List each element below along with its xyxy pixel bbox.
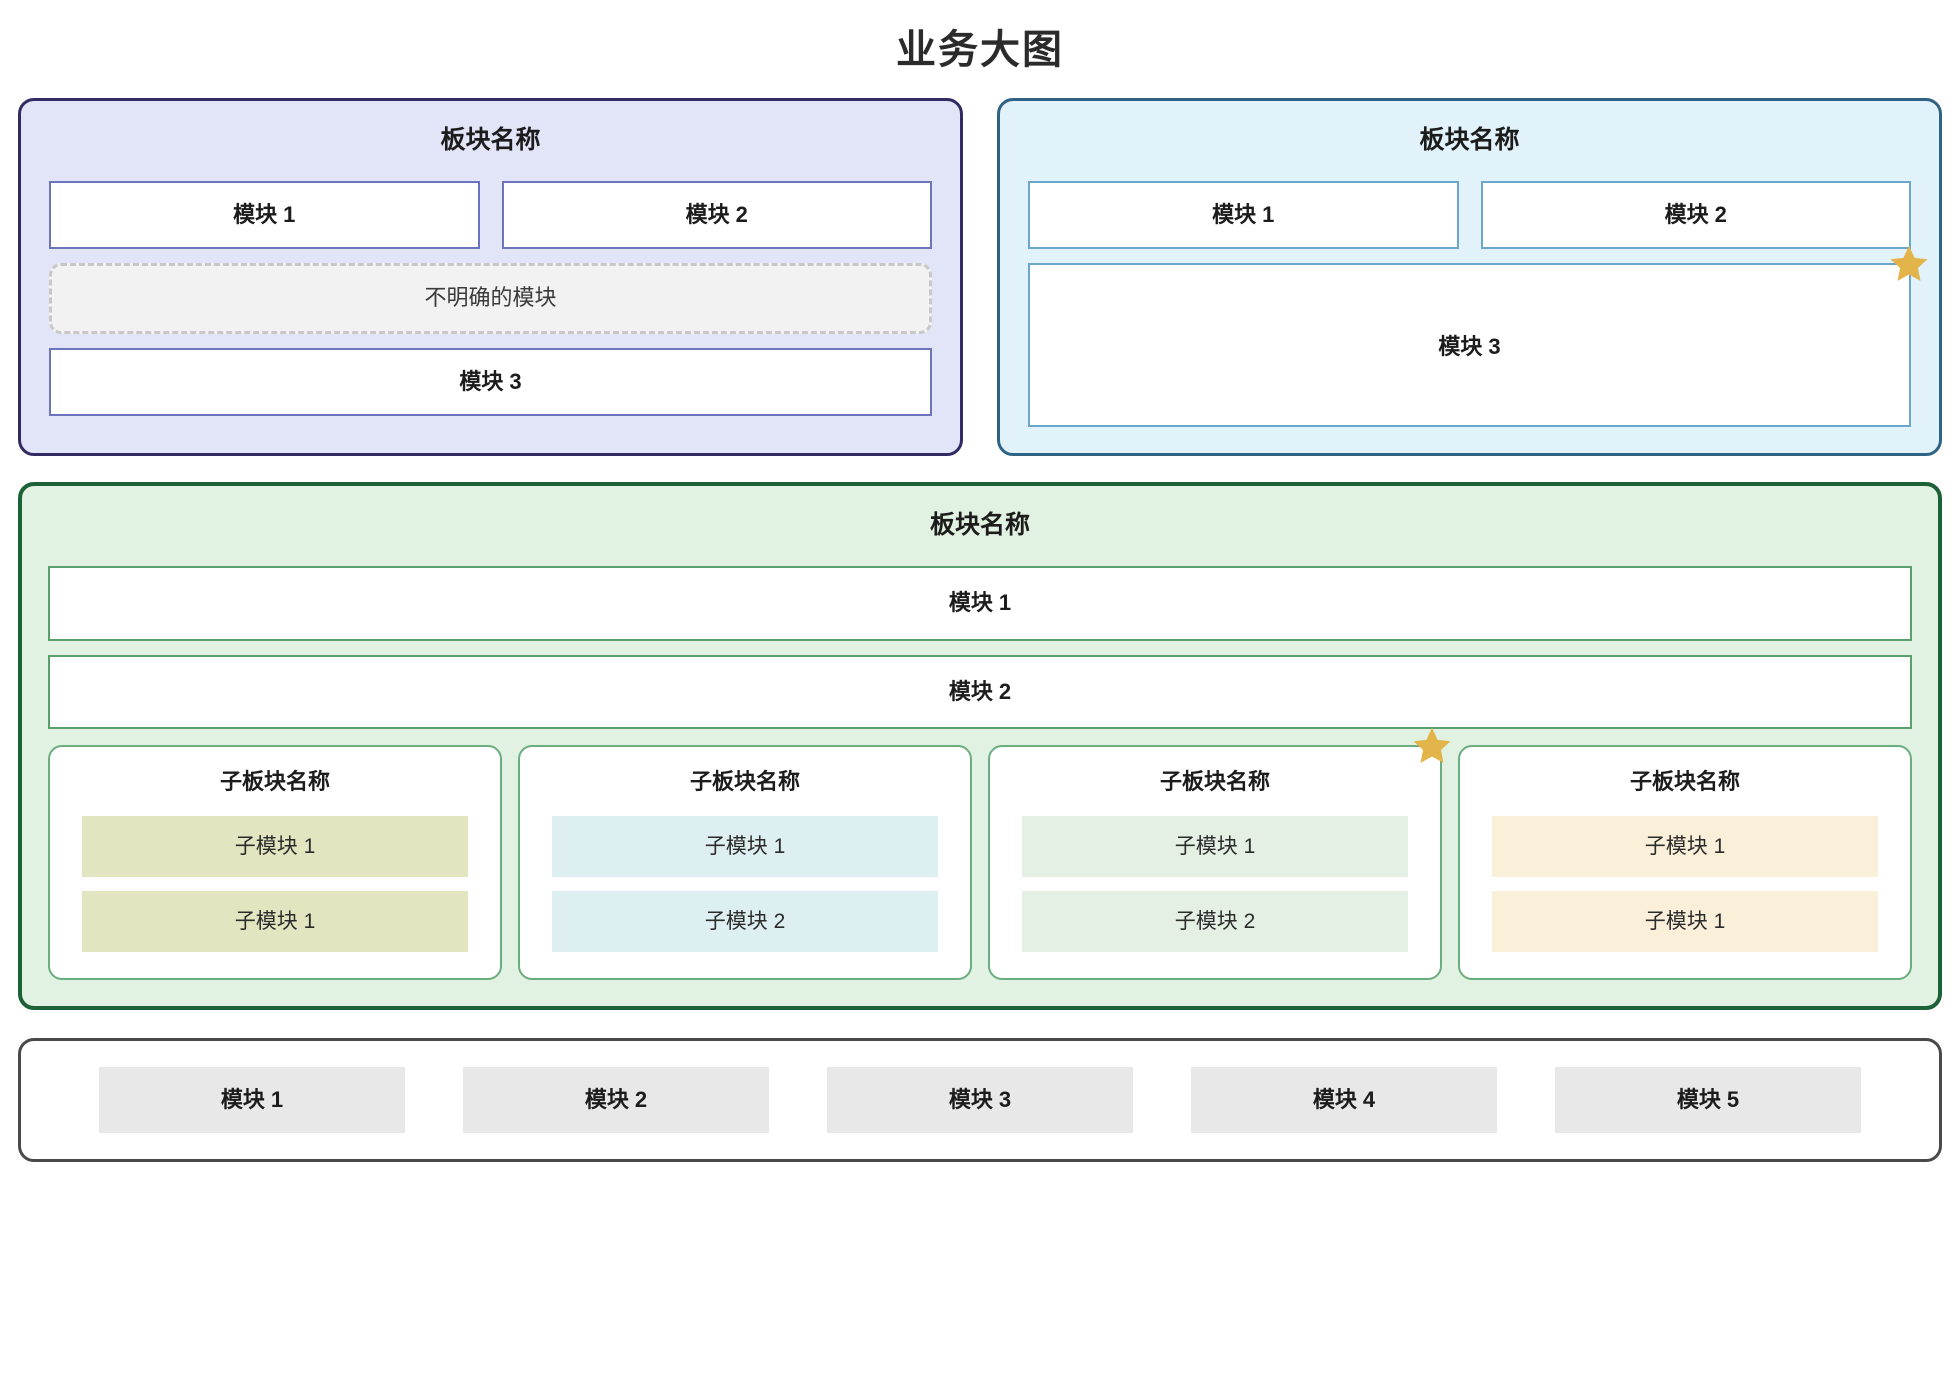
panel-d-module-3[interactable]: 模块 3 — [827, 1066, 1133, 1134]
subpanel-3-item-1[interactable]: 子模块 1 — [1022, 815, 1408, 877]
panel-a-unclear-module[interactable]: 不明确的模块 — [49, 263, 932, 334]
panel-d-module-2[interactable]: 模块 2 — [463, 1066, 769, 1134]
subpanel-3-item-2[interactable]: 子模块 2 — [1022, 890, 1408, 952]
subpanel-4-title: 子板块名称 — [1629, 769, 1740, 795]
subpanel-3-title: 子板块名称 — [1159, 769, 1270, 795]
subpanel-1[interactable]: 子板块名称 子模块 1 子模块 1 — [48, 745, 502, 980]
subpanel-4-item-2[interactable]: 子模块 1 — [1492, 890, 1878, 952]
panel-c-subpanel-row: 子板块名称 子模块 1 子模块 1 子板块名称 子模块 1 子模块 2 子板块名… — [48, 727, 1912, 980]
panel-a-module-row: 模块 1 模块 2 — [49, 181, 932, 250]
panel-d-module-4[interactable]: 模块 4 — [1191, 1066, 1497, 1134]
panel-a-module-1[interactable]: 模块 1 — [49, 181, 480, 250]
panel-b-title: 板块名称 — [1419, 126, 1520, 154]
top-panel-row: 板块名称 模块 1 模块 2 不明确的模块 模块 3 板块名称 模块 1 模块 … — [10, 98, 1950, 457]
panel-b-module-row: 模块 1 模块 2 — [1028, 181, 1911, 250]
star-icon — [1413, 727, 1451, 764]
subpanel-1-item-1[interactable]: 子模块 1 — [82, 815, 468, 877]
page-title: 业务大图 — [896, 28, 1064, 72]
subpanel-2-title: 子板块名称 — [689, 769, 800, 795]
subpanel-2-item-2[interactable]: 子模块 2 — [552, 890, 938, 952]
panel-c[interactable]: 板块名称 模块 1 模块 2 子板块名称 子模块 1 子模块 1 子板块名称 子… — [18, 482, 1942, 1010]
subpanel-4-item-1[interactable]: 子模块 1 — [1492, 815, 1878, 877]
panel-d-module-5[interactable]: 模块 5 — [1555, 1066, 1861, 1134]
panel-a-title: 板块名称 — [440, 126, 541, 154]
panel-b-module-3-label: 模块 3 — [1438, 334, 1501, 360]
panel-b-module-2[interactable]: 模块 2 — [1480, 181, 1911, 250]
panel-b-module-3[interactable]: 模块 3 — [1028, 246, 1928, 428]
panel-c-title: 板块名称 — [929, 511, 1030, 540]
panel-b-module-1[interactable]: 模块 1 — [1028, 181, 1459, 250]
panel-b[interactable]: 板块名称 模块 1 模块 2 模块 3 — [997, 98, 1942, 457]
panel-a[interactable]: 板块名称 模块 1 模块 2 不明确的模块 模块 3 — [18, 98, 963, 457]
panel-a-module-2[interactable]: 模块 2 — [501, 181, 932, 250]
subpanel-1-item-2[interactable]: 子模块 1 — [82, 890, 468, 952]
subpanel-1-title: 子板块名称 — [219, 769, 330, 795]
panel-a-module-3[interactable]: 模块 3 — [49, 347, 932, 417]
subpanel-2[interactable]: 子板块名称 子模块 1 子模块 2 — [518, 745, 972, 980]
star-icon — [1890, 246, 1928, 282]
panel-c-module-1[interactable]: 模块 1 — [48, 566, 1912, 641]
subpanel-2-item-1[interactable]: 子模块 1 — [552, 815, 938, 877]
subpanel-4[interactable]: 子板块名称 子模块 1 子模块 1 — [1458, 745, 1912, 980]
subpanel-3[interactable]: 子板块名称 子模块 1 子模块 2 — [988, 727, 1451, 980]
panel-d[interactable]: 模块 1 模块 2 模块 3 模块 4 模块 5 — [18, 1037, 1942, 1163]
panel-d-module-1[interactable]: 模块 1 — [99, 1066, 405, 1134]
panel-c-module-2[interactable]: 模块 2 — [48, 654, 1912, 730]
